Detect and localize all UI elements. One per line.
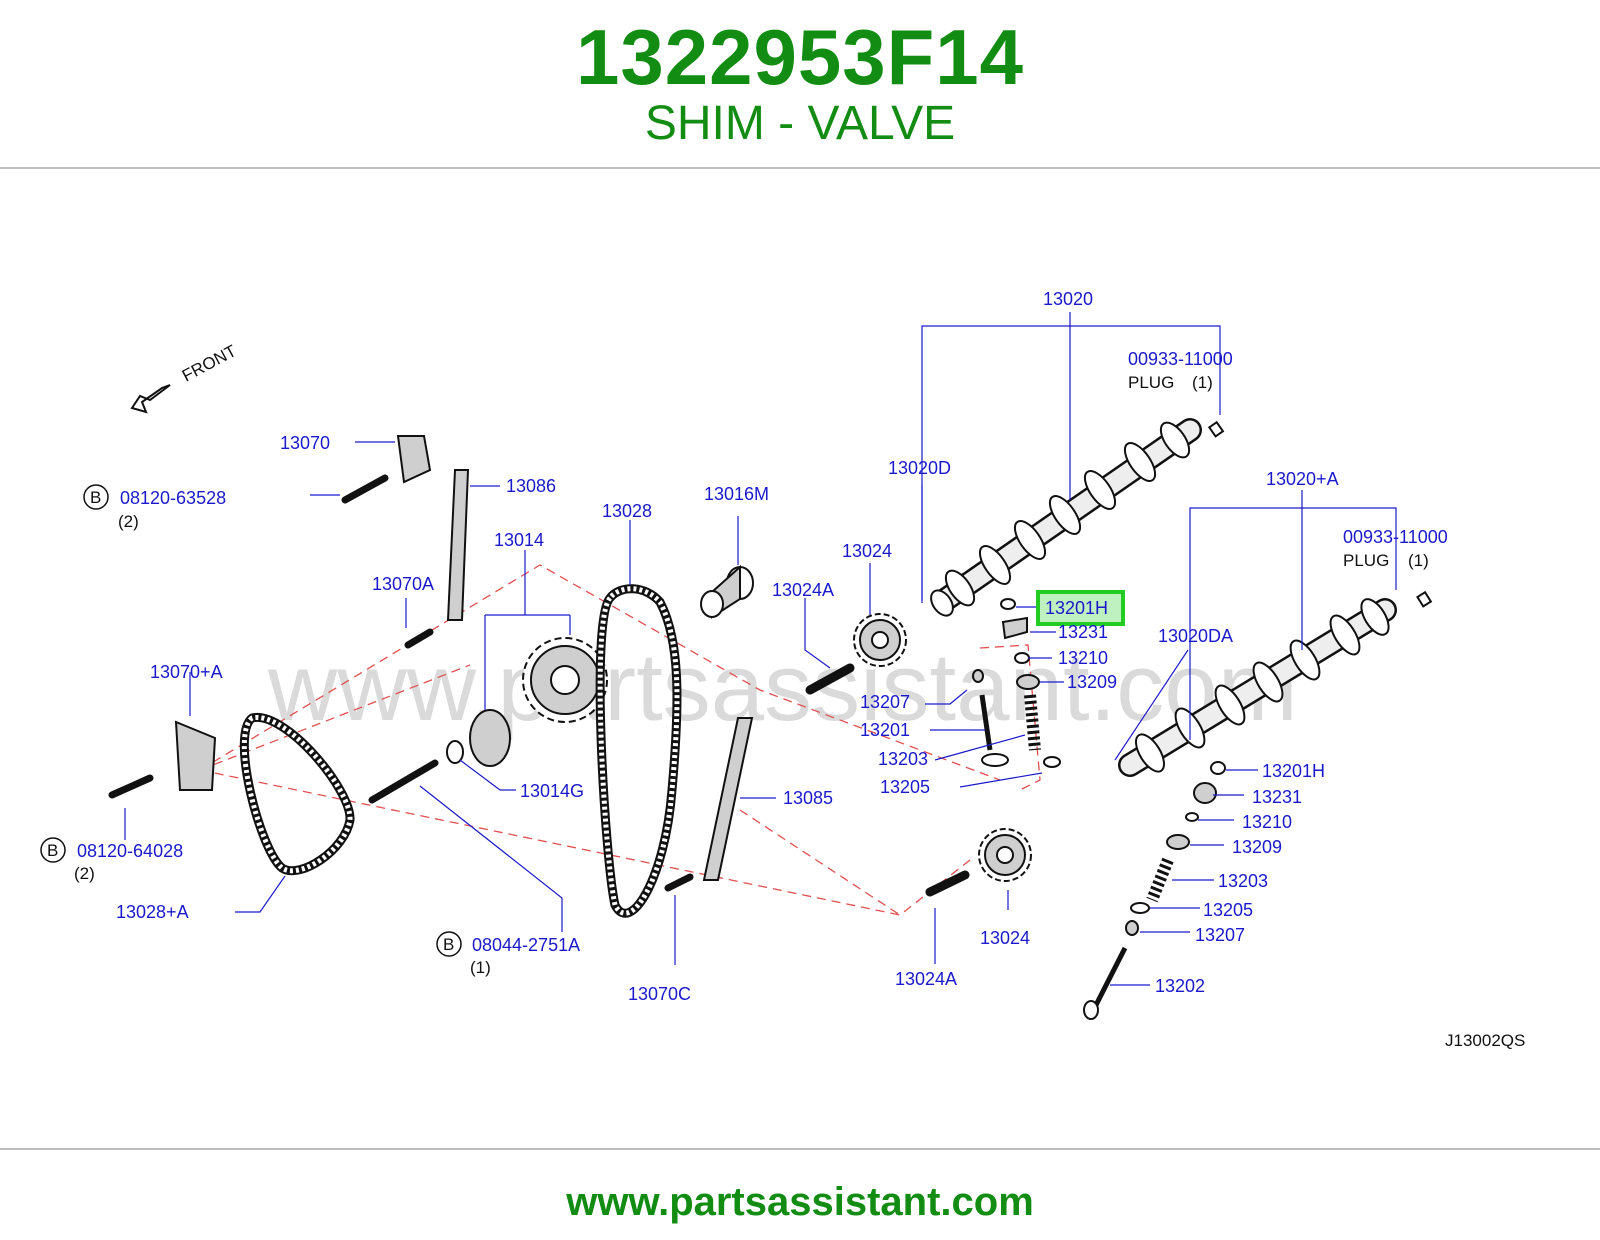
bolt-marker-b2: B [47, 841, 58, 860]
label-plug-a: PLUG [1128, 373, 1174, 392]
part-number-title: 1322953F14 [575, 13, 1025, 101]
label-13203-upper: 13203 [878, 749, 928, 769]
timing-chain-upper [595, 584, 682, 918]
label-13070pA: 13070+A [150, 662, 223, 682]
label-13205-upper: 13205 [880, 777, 930, 797]
bolt-marker-b1: B [90, 488, 101, 507]
label-plug-b-qty: (1) [1408, 551, 1429, 570]
chain-tensioner-lower [174, 720, 217, 791]
part-name-subtitle: SHIM - VALVE [644, 97, 956, 150]
cam-sprocket-upper [853, 613, 907, 667]
bolt-marker-b3: B [443, 935, 454, 954]
cam-sprocket-lower [978, 828, 1032, 882]
label-13085: 13085 [783, 788, 833, 808]
label-13231-upper: 13231 [1058, 622, 1108, 642]
label-00933-11000-a: 00933-11000 [1128, 349, 1233, 369]
label-13024A-upper: 13024A [772, 580, 834, 600]
front-label: FRONT [179, 341, 240, 385]
label-00933-11000-b: 00933-11000 [1343, 527, 1448, 547]
part-labels: 13020 00933-11000 PLUG (1) 13020D 13020+… [74, 289, 1525, 1050]
label-13201H-lower: 13201H [1262, 761, 1325, 781]
label-13028pA: 13028+A [116, 902, 189, 922]
label-13231-lower: 13231 [1252, 787, 1302, 807]
footer-divider [0, 1148, 1600, 1150]
label-13207-lower: 13207 [1195, 925, 1245, 945]
label-08120-64028: 08120-64028 [77, 841, 183, 861]
valve-assembly-upper [972, 598, 1061, 768]
label-13205-lower: 13205 [1203, 900, 1253, 920]
watermark-text: www.partsassistant.com [267, 634, 1298, 741]
label-plug-a-qty: (1) [1192, 373, 1213, 392]
timing-chain-lower [239, 713, 355, 876]
parts-diagram: www.partsassistant.com FRONT [40, 289, 1525, 1050]
label-13207-upper: 13207 [860, 692, 910, 712]
label-08044-2751A-qty: (1) [470, 958, 491, 977]
label-08044-2751A: 08044-2751A [472, 935, 580, 955]
label-13201H-highlighted: 13201H [1045, 598, 1108, 618]
chain-guide-13085 [702, 717, 754, 881]
page-header: 1322953F14 SHIM - VALVE [0, 0, 1600, 168]
camshaft-lower [1118, 590, 1433, 777]
chain-guide-13086 [446, 469, 470, 621]
label-13203-lower: 13203 [1218, 871, 1268, 891]
label-13209-upper: 13209 [1067, 672, 1117, 692]
leader-lines [124, 312, 1397, 986]
label-13086: 13086 [506, 476, 556, 496]
highlighted-part-box [1036, 590, 1125, 626]
label-13014: 13014 [494, 530, 544, 550]
label-plug-b: PLUG [1343, 551, 1389, 570]
header-divider [0, 167, 1600, 169]
label-13210-upper: 13210 [1058, 648, 1108, 668]
label-13024-upper: 13024 [842, 541, 892, 561]
label-08120-63528: 08120-63528 [120, 488, 226, 508]
valve-assembly-lower [1083, 761, 1226, 1020]
label-13028: 13028 [602, 501, 652, 521]
label-13024-lower: 13024 [980, 928, 1030, 948]
label-13020: 13020 [1043, 289, 1093, 309]
bolt-marker-icons: B B B [40, 484, 462, 957]
diagram-code: J13002QS [1445, 1031, 1525, 1050]
label-13020pA: 13020+A [1266, 469, 1339, 489]
label-13024A-lower: 13024A [895, 969, 957, 989]
label-13202: 13202 [1155, 976, 1205, 996]
label-13201: 13201 [860, 720, 910, 740]
label-08120-64028-qty: (2) [74, 864, 95, 883]
label-13016M: 13016M [704, 484, 769, 504]
label-13070A: 13070A [372, 574, 434, 594]
idler-sprocket [446, 637, 608, 767]
front-arrow-icon [130, 384, 171, 414]
label-13209-lower: 13209 [1232, 837, 1282, 857]
label-13070C: 13070C [628, 984, 691, 1004]
footer-website: www.partsassistant.com [566, 1180, 1034, 1224]
label-13020DA: 13020DA [1158, 626, 1233, 646]
label-13014G: 13014G [520, 781, 584, 801]
label-13020D: 13020D [888, 458, 951, 478]
label-08120-63528-qty: (2) [118, 512, 139, 531]
bolts [108, 474, 970, 897]
chain-tensioner-upper [396, 435, 432, 484]
label-13210-lower: 13210 [1242, 812, 1292, 832]
label-13070: 13070 [280, 433, 330, 453]
camshaft-upper [930, 418, 1225, 617]
camshaft-bushing [700, 564, 754, 619]
